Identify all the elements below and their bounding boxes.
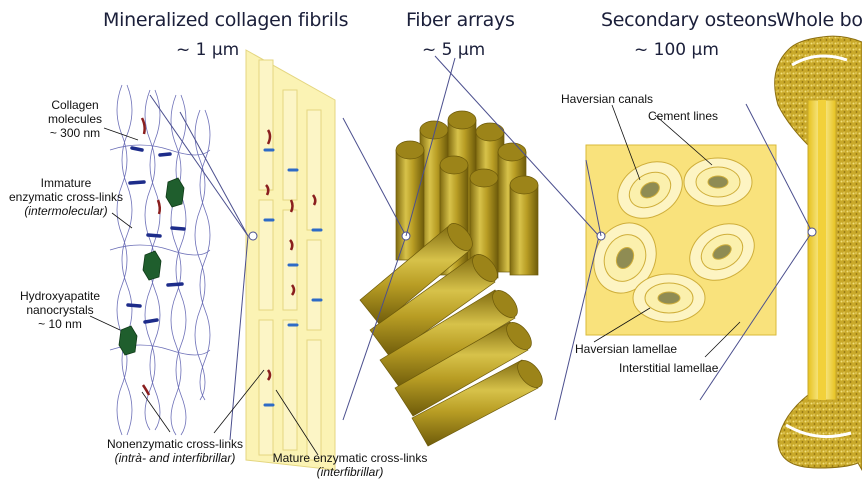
label-hydroxyapatite: Hydroxyapatite nanocrystals ~ 10 nm <box>12 289 108 331</box>
label-interstitial-lamellae: Interstitial lamellae <box>619 361 718 375</box>
label-cement-lines: Cement lines <box>648 109 718 123</box>
scale-arrays: ~ 5 μm <box>422 40 485 60</box>
label-immature-line2: enzymatic cross-links <box>2 190 130 204</box>
whole-bone <box>775 36 862 470</box>
fibril-panel <box>246 50 335 470</box>
label-collagen-line1: Collagen <box>35 98 115 112</box>
scale-osteons: ~ 100 μm <box>634 40 719 60</box>
label-haversian-canals: Haversian canals <box>561 92 653 106</box>
label-haversian-lamellae: Haversian lamellae <box>575 342 677 356</box>
label-hydroxy-line2: nanocrystals <box>12 303 108 317</box>
label-hydroxy-line3: ~ 10 nm <box>12 317 108 331</box>
title-fibrils: Mineralized collagen fibrils <box>103 9 348 31</box>
label-mature-line2: (interfibrillar) <box>270 465 430 479</box>
label-mature-line1: Mature enzymatic cross-links <box>270 451 430 465</box>
label-immature-line3: (intermolecular) <box>2 204 130 218</box>
label-collagen-line2: molecules <box>35 112 115 126</box>
label-collagen-line3: ~ 300 nm <box>35 126 115 140</box>
label-mature-crosslinks: Mature enzymatic cross-links (interfibri… <box>270 451 430 479</box>
label-nonenzymatic-line1: Nonenzymatic cross-links <box>100 437 250 451</box>
osteon-panel <box>583 145 776 335</box>
label-hydroxy-line1: Hydroxyapatite <box>12 289 108 303</box>
label-immature-crosslinks: Immature enzymatic cross-links (intermol… <box>2 176 130 218</box>
title-osteons: Secondary osteons <box>601 9 777 31</box>
label-nonenzymatic: Nonenzymatic cross-links (intrà- and int… <box>100 437 250 465</box>
label-nonenzymatic-line2: (intrà- and interfibrillar) <box>100 451 250 465</box>
title-whole-bone: Whole bone <box>776 9 862 31</box>
scale-fibrils: ~ 1 μm <box>176 40 239 60</box>
label-collagen-molecules: Collagen molecules ~ 300 nm <box>35 98 115 140</box>
title-arrays: Fiber arrays <box>406 9 515 31</box>
label-immature-line1: Immature <box>2 176 130 190</box>
fiber-arrays-cylinders <box>360 111 547 446</box>
